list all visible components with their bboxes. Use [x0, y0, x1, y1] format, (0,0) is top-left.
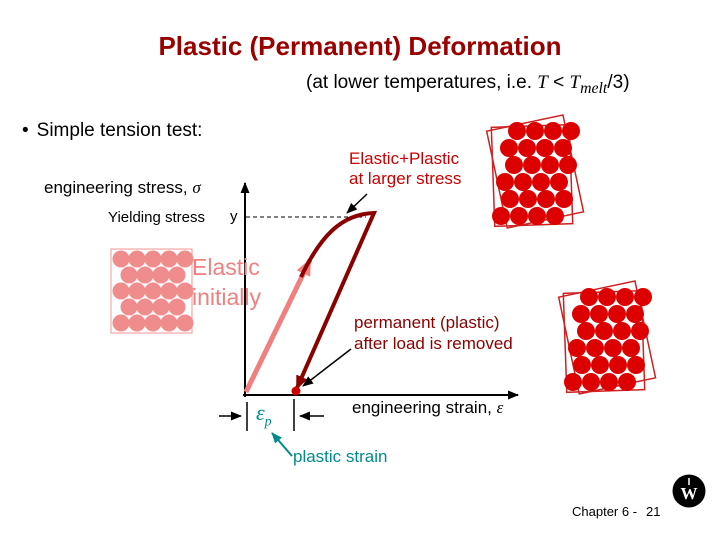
- x-axis-label-text: engineering strain,: [352, 398, 497, 417]
- plastic-strain-callout-arrow: [271, 432, 293, 457]
- subtitle-lt: <: [547, 72, 570, 93]
- chapter-label: Chapter 6 -: [572, 504, 638, 519]
- bullet-text: Simple tension test:: [36, 120, 203, 141]
- subtitle-post: /3): [607, 72, 630, 93]
- sheared-atoms-top-illustration: [485, 114, 585, 229]
- elastic-atoms-illustration: [110, 248, 194, 334]
- ep-epsilon: ε: [256, 400, 265, 425]
- x-axis-label: engineering strain, ε: [352, 398, 503, 418]
- slide-title: Plastic (Permanent) Deformation: [158, 31, 562, 61]
- plastic-strain-label: plastic strain: [293, 447, 388, 466]
- plastic-curve-and-unload-line: [295, 210, 378, 390]
- logo-letter: W: [681, 484, 698, 503]
- subtitle-T2: T: [569, 72, 581, 93]
- ep-subscript: p: [264, 414, 272, 430]
- subtitle: (at lower temperatures, i.e. T < Tmelt/3…: [306, 72, 630, 98]
- elastic-loading-arrow: [243, 258, 313, 394]
- page-number: 21: [646, 504, 661, 519]
- permanent-line1: permanent (plastic): [354, 313, 500, 332]
- subtitle-melt-sub: melt: [580, 79, 608, 97]
- elastic-plastic-callout-arrow: [346, 193, 368, 214]
- elastic-plastic-line2: at larger stress: [349, 169, 462, 188]
- bullet-marker: •: [22, 120, 29, 141]
- wiley-logo: W: [672, 474, 706, 508]
- epsilon-symbol: ε: [496, 398, 504, 417]
- sigma-symbol: σ: [192, 178, 201, 197]
- sheared-atoms-bottom-illustration: [557, 280, 657, 395]
- permanent-callout-arrow: [302, 348, 352, 387]
- elastic-line2: initially: [192, 284, 262, 310]
- y-axis-label: engineering stress, σ: [44, 178, 201, 198]
- permanent-line2: after load is removed: [354, 334, 513, 353]
- subtitle-pre: (at lower temperatures, i.e.: [306, 72, 538, 93]
- elastic-plastic-line1: Elastic+Plastic: [349, 149, 460, 168]
- bullet-simple-tension-test: • Simple tension test:: [22, 120, 202, 142]
- y-axis-label-text: engineering stress,: [44, 178, 193, 197]
- footer: Chapter 6 - 21: [572, 504, 661, 519]
- yield-stress-label: Yielding stress: [108, 209, 205, 226]
- elastic-initially-annotation: Elastic initially: [192, 252, 261, 312]
- elastic-line1: Elastic: [192, 254, 260, 280]
- subtitle-T1: T: [537, 72, 548, 93]
- permanent-plastic-annotation: permanent (plastic) after load is remove…: [354, 312, 513, 354]
- elastic-plastic-annotation: Elastic+Plastic at larger stress: [349, 149, 461, 189]
- permanent-strain-point: [291, 386, 301, 396]
- plastic-strain-symbol: εp: [256, 400, 272, 430]
- yield-stress-symbol: y: [230, 208, 238, 225]
